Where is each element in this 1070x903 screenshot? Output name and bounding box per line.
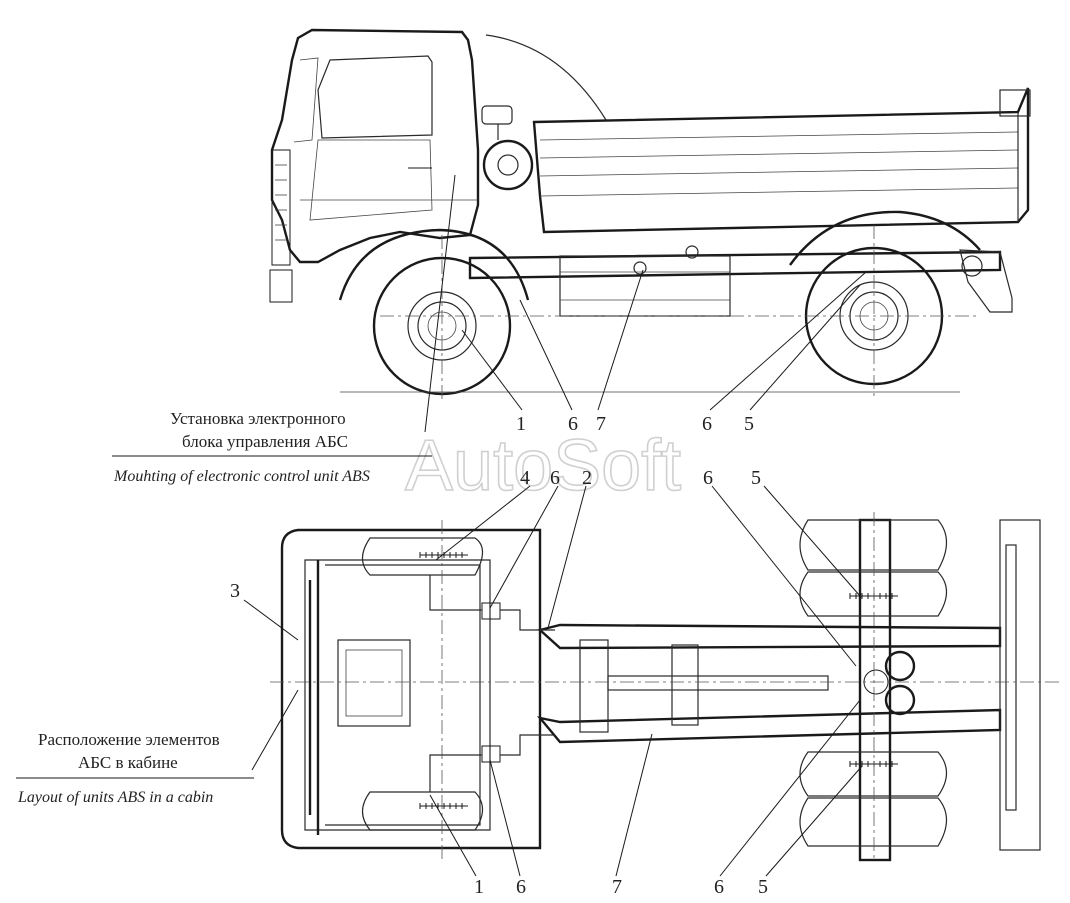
cross-member-2 (671, 644, 699, 726)
rear-modulator-1 (884, 650, 916, 682)
front-wheel-arch (338, 228, 530, 301)
callout-6a: 6 (568, 413, 578, 435)
callout-2: 2 (582, 467, 592, 489)
dashboard-panel (337, 639, 411, 727)
front-left-wheel-top (361, 537, 484, 576)
rear-crossbeam (999, 519, 1041, 851)
rear-left-wheel-outer (799, 519, 948, 571)
leader-7-bottom (615, 733, 653, 877)
fuel-tank (559, 255, 731, 317)
callout-5: 5 (744, 413, 754, 435)
callout-1: 1 (516, 413, 526, 435)
cabin-caption-en: Layout of units ABS in a cabin (17, 789, 213, 806)
tailgate-top (999, 89, 1031, 117)
callout-6-bottom-right: 6 (714, 876, 724, 898)
callout-7-bottom: 7 (612, 876, 622, 898)
leader-6a (519, 299, 573, 411)
side-view-truck: 1 6 7 6 5 Установка электронного блока у… (112, 28, 1031, 485)
cabin-caption-ru-line1: Расположение элементов (38, 730, 220, 749)
callout-6b: 6 (702, 413, 712, 435)
rear-right-wheel-inner (799, 751, 948, 797)
tone-ring-front-right (419, 803, 468, 809)
leader-1-bottom (429, 794, 477, 877)
wire-right (429, 734, 555, 792)
frame-rail-left (537, 623, 1002, 650)
modulator-right (481, 745, 501, 763)
callout-3: 3 (230, 580, 240, 602)
callout-7: 7 (596, 413, 606, 435)
leader-4 (435, 485, 531, 561)
rear-hitch (959, 249, 1013, 313)
cab-door (309, 139, 433, 221)
callout-6-top-right: 6 (703, 467, 713, 489)
callout-6-bottom: 6 (516, 876, 526, 898)
ecu-caption-ru-line2: блока управления АБС (182, 432, 348, 451)
leader-6-bottom-right (719, 699, 861, 877)
leader-cabin (251, 689, 299, 771)
leader-5-bottom-right (765, 765, 863, 877)
cab-window (317, 55, 433, 139)
cross-member-1 (579, 639, 609, 733)
cab-roof-panel (304, 559, 491, 831)
callout-6-top: 6 (550, 467, 560, 489)
front-right-wheel-top (361, 791, 484, 831)
chassis-frame (468, 250, 1002, 280)
leader-7 (597, 269, 644, 411)
callout-5-top-right: 5 (751, 467, 761, 489)
frame-rail-right (536, 708, 1002, 744)
top-view-truck: 4 6 2 6 5 3 1 6 7 6 5 Расположение элеме… (16, 467, 1060, 898)
ecu-caption-en: Mouhting of electronic control unit ABS (113, 468, 370, 485)
modulator-left (481, 602, 501, 620)
front-bumper (269, 269, 293, 303)
front-grille (271, 149, 291, 266)
air-filter (482, 139, 534, 191)
cabin-caption-ru-line2: АБС в кабине (78, 753, 178, 772)
dump-body (532, 87, 1030, 234)
leader-1 (461, 329, 523, 411)
rear-bumper-bar (1005, 544, 1017, 811)
side-sensor (633, 261, 647, 275)
rear-right-wheel-outer (799, 797, 948, 847)
leader-6b (709, 271, 867, 411)
callout-5-bottom-right: 5 (758, 876, 768, 898)
drive-shaft (607, 675, 829, 691)
leader-6-bottom (489, 759, 521, 877)
leader-3 (243, 599, 299, 641)
cab-top-outline (280, 528, 542, 850)
leader-5-top-right (763, 485, 861, 597)
watermark: AutoSoft (405, 426, 681, 506)
callout-4: 4 (520, 467, 530, 489)
ecu-caption-ru-line1: Установка электронного (170, 409, 346, 428)
a-pillar (293, 57, 319, 143)
leader-6-top-right (711, 485, 857, 667)
leader-ecu (424, 174, 456, 433)
leader-5 (749, 284, 861, 411)
tone-ring-front-left (419, 552, 468, 558)
air-intake (481, 105, 513, 125)
rear-left-wheel-inner (799, 571, 948, 617)
wire-left (429, 575, 555, 631)
callout-1-bottom: 1 (474, 876, 484, 898)
leader-2 (547, 485, 587, 629)
rear-wheel-arch (789, 210, 981, 266)
cab-outline (270, 28, 480, 264)
rear-modulator-2 (884, 684, 916, 716)
windshield-wiring (308, 560, 320, 835)
leader-6-top (489, 485, 559, 609)
dump-body-shield (485, 34, 607, 121)
